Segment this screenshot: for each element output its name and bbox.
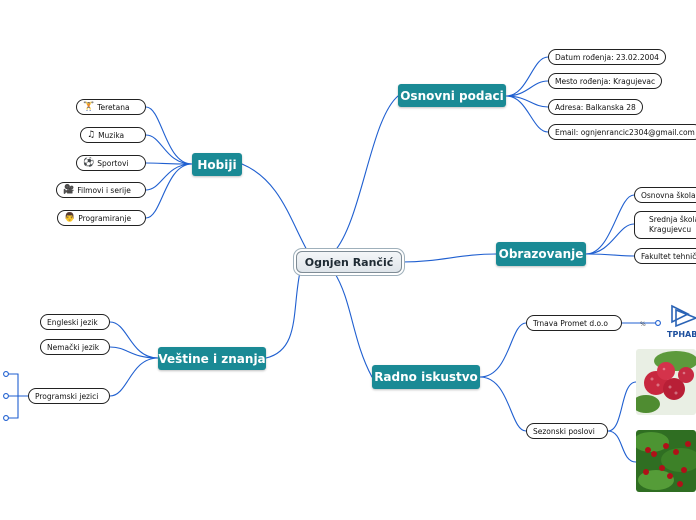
topic-radno-iskustvo-label: Radno iskustvo — [374, 370, 478, 384]
leaf-trnava-promet-text: Trnava Promet d.o.o — [533, 318, 608, 328]
leaf-muzika[interactable]: ♫ Muzika — [80, 127, 146, 143]
leaf-programiranje-text: Programiranje — [78, 213, 132, 223]
leaf-programski-jezici-text: Programski jezici — [35, 391, 99, 401]
leaf-sezonski-poslovi-text: Sezonski poslovi — [533, 426, 595, 436]
connector-center-radno — [333, 271, 373, 378]
leaf-programiranje[interactable]: 👨 Programiranje — [57, 210, 146, 226]
topic-obrazovanje-label: Obrazovanje — [498, 247, 584, 261]
leaf-osnovna-skola-text: Osnovna škola — [641, 190, 696, 200]
leaf-sezonski-poslovi[interactable]: Sezonski poslovi — [526, 423, 608, 439]
leaf-sportovi[interactable]: ⚽ Sportovi — [76, 155, 146, 171]
film-camera-icon: 🎥 — [63, 185, 75, 195]
topic-vestine-i-znanja-label: Veštine i znanja — [158, 351, 266, 366]
weightlifter-icon: 🏋 — [83, 102, 95, 112]
leaf-engleski-jezik[interactable]: Engleski jezik — [40, 314, 110, 330]
leaf-datum-rodjenja-text: Datum rođenja: 23.02.2004 — [555, 52, 659, 62]
leaf-srednja-skola-line-2: Kragujevcu — [649, 225, 692, 234]
leaf-srednja-skola[interactable]: Srednja škola Kragujevcu — [634, 211, 696, 239]
leaf-muzika-text: Muzika — [98, 130, 125, 140]
music-notes-icon: ♫ — [87, 130, 96, 140]
leaf-filmovi-i-serije-text: Filmovi i serije — [77, 185, 131, 195]
topic-hobiji-label: Hobiji — [197, 157, 237, 172]
leaf-teretana-text: Teretana — [97, 102, 130, 112]
topic-osnovni-podaci[interactable]: Osnovni podaci — [398, 84, 506, 107]
trnava-logo-graphic: TPHAB — [667, 304, 696, 339]
topic-obrazovanje[interactable]: Obrazovanje — [496, 242, 586, 266]
leaf-email-text: Email: ognjenrancic2304@gmail.com — [555, 127, 695, 137]
leaf-fakultet-text: Fakultet tehnič — [641, 251, 696, 261]
leaf-sportovi-text: Sportovi — [97, 158, 129, 168]
leaf-engleski-jezik-text: Engleski jezik — [47, 317, 98, 327]
central-topic-label: Ognjen Rančić — [304, 255, 394, 269]
leaf-datum-rodjenja[interactable]: Datum rođenja: 23.02.2004 — [548, 49, 666, 65]
leaf-email[interactable]: Email: ognjenrancic2304@gmail.com — [548, 124, 696, 140]
connector-center-osnovni — [333, 95, 399, 253]
connector-center-obrazovanje — [401, 253, 497, 263]
leaf-mesto-rodjenja-text: Mesto rođenja: Kragujevac — [555, 76, 656, 86]
programmer-icon: 👨 — [64, 213, 76, 223]
soccer-ball-icon: ⚽ — [83, 158, 95, 168]
leaf-adresa[interactable]: Adresa: Balkanska 28 — [548, 99, 643, 115]
topic-hobiji[interactable]: Hobiji — [192, 153, 242, 176]
leaf-programski-jezici[interactable]: Programski jezici — [28, 388, 110, 404]
leaf-nemacki-jezik-text: Nemački jezik — [47, 342, 100, 352]
leaf-filmovi-i-serije[interactable]: 🎥 Filmovi i serije — [56, 182, 146, 198]
leaf-srednja-skola-text: Srednja škola Kragujevcu — [649, 215, 696, 235]
connector-center-vestine — [265, 271, 301, 359]
svg-text:%: % — [640, 321, 646, 328]
topic-radno-iskustvo[interactable]: Radno iskustvo — [372, 365, 480, 389]
leaf-fakultet[interactable]: Fakultet tehnič — [634, 248, 696, 264]
central-topic[interactable]: Ognjen Rančić — [296, 251, 402, 273]
trnava-logo: TPHAB — [666, 304, 696, 340]
leaf-teretana[interactable]: 🏋 Teretana — [76, 99, 146, 115]
connector-center-hobiji — [241, 163, 309, 253]
topic-vestine-i-znanja[interactable]: Veštine i znanja — [158, 347, 266, 370]
leaf-mesto-rodjenja[interactable]: Mesto rođenja: Kragujevac — [548, 73, 663, 89]
leaf-nemacki-jezik[interactable]: Nemački jezik — [40, 339, 110, 355]
trnava-logo-text: TPHAB — [667, 330, 696, 339]
leaf-srednja-skola-line-1: Srednja škola — [649, 215, 696, 224]
leaf-trnava-promet[interactable]: Trnava Promet d.o.o — [526, 315, 622, 331]
raspberry-photo-graphic — [636, 349, 696, 415]
topic-osnovni-podaci-label: Osnovni podaci — [400, 88, 504, 103]
cherry-photo-graphic — [636, 430, 696, 492]
leaf-adresa-text: Adresa: Balkanska 28 — [555, 102, 636, 112]
raspberry-photo — [636, 349, 696, 415]
leaf-osnovna-skola[interactable]: Osnovna škola — [634, 187, 696, 203]
cherry-photo — [636, 430, 696, 492]
